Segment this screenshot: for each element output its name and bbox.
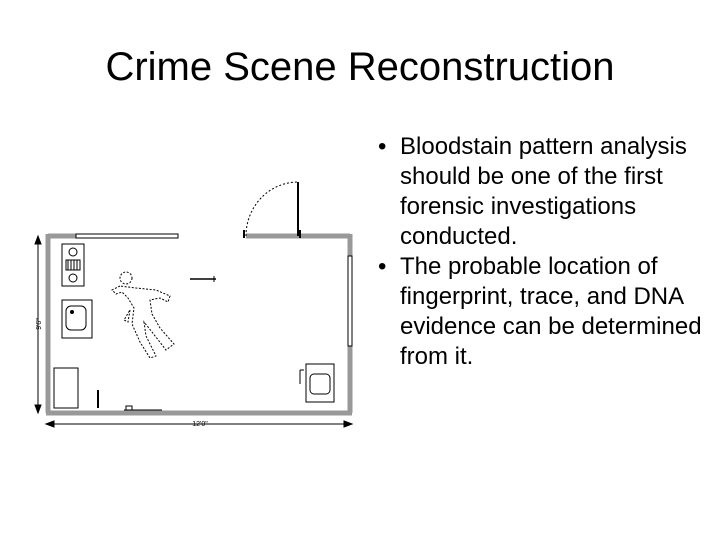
bullet-item: The probable location of fingerprint, tr… — [372, 252, 712, 372]
window-right — [347, 255, 353, 347]
width-dimension-label: 12'0" — [192, 421, 208, 428]
slide-title: Crime Scene Reconstruction — [105, 45, 615, 89]
door-swing-arc — [245, 181, 299, 237]
height-dimension-label: 9'6" — [36, 318, 43, 330]
sink — [61, 299, 93, 339]
body-outline — [111, 271, 175, 359]
window — [75, 233, 179, 239]
bullet-list: Bloodstain pattern analysis should be on… — [372, 132, 712, 372]
bullet-item: Bloodstain pattern analysis should be on… — [372, 132, 712, 252]
stove — [61, 243, 85, 287]
crime-scene-floor-plan: 12'0" 9'6" — [34, 181, 354, 428]
cabinet — [53, 367, 79, 409]
appliance — [305, 363, 335, 403]
